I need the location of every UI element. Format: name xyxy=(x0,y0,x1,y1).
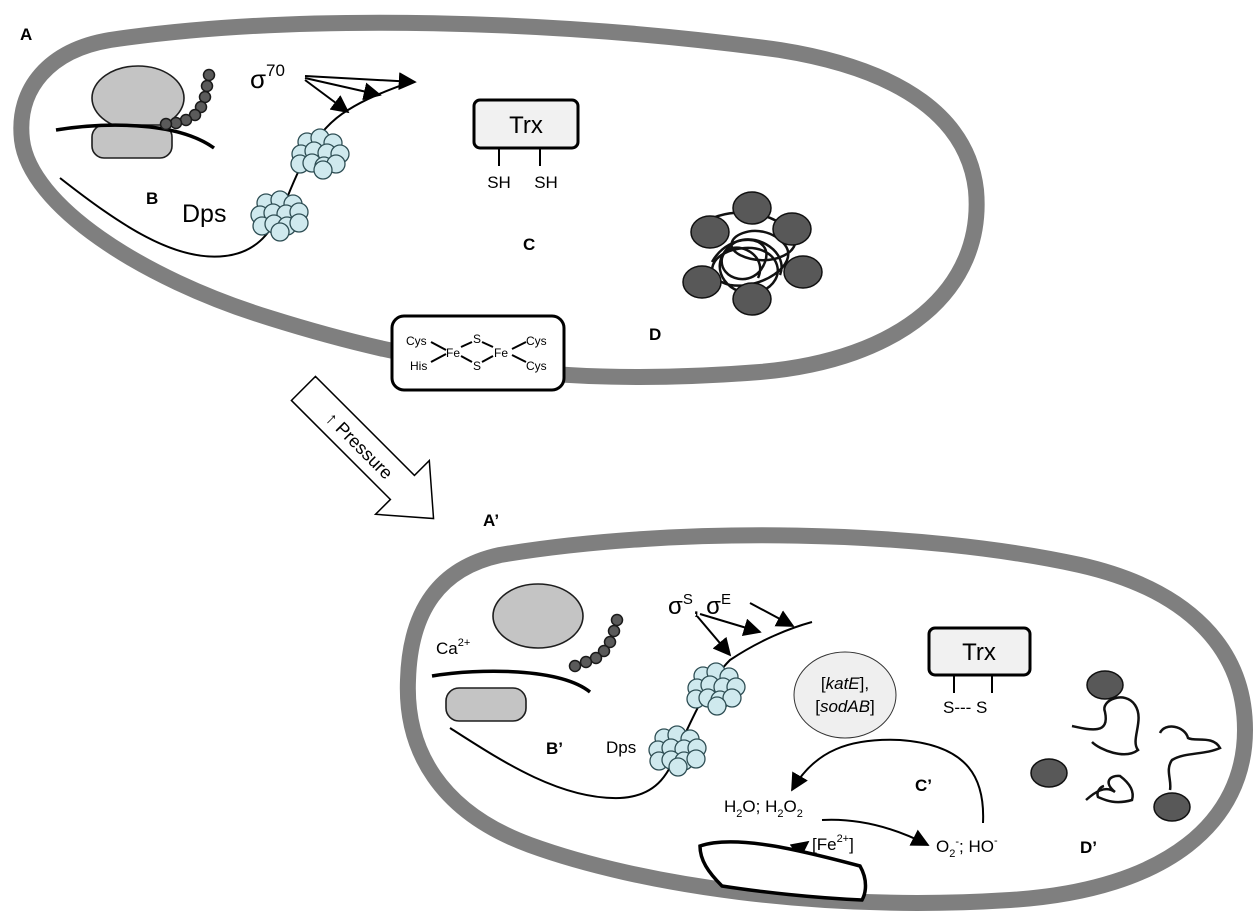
panel-label-a-prime: A’ xyxy=(483,511,499,530)
top-nucleoid-condensed xyxy=(682,191,823,316)
top-peptide-chain xyxy=(159,68,216,131)
calcium-label: Ca2+ xyxy=(436,637,470,658)
sigma70-label: σ70 xyxy=(250,61,285,94)
sigma-s-e-label: σS, σE xyxy=(668,591,731,620)
sh-right-label: SH xyxy=(534,173,558,192)
bottom-ribosome-small xyxy=(445,687,527,722)
water-peroxide-label: H2O; H2O2 xyxy=(724,797,803,820)
panel-label-a: A xyxy=(20,25,32,44)
svg-text:Cys: Cys xyxy=(406,334,427,348)
bottom-ribosome-large xyxy=(492,583,584,649)
sigma-se-arrows xyxy=(696,602,795,657)
damaged-membrane-protein xyxy=(698,840,868,902)
fenton-arrow xyxy=(821,818,930,846)
svg-text:Cys: Cys xyxy=(526,359,547,373)
mrna-strand xyxy=(55,123,216,150)
detox-arrow xyxy=(791,738,985,824)
sodab-label: [sodAB] xyxy=(815,697,875,716)
bottom-mrna xyxy=(431,669,592,694)
bottom-trx: Trx S--- S xyxy=(927,626,1032,717)
top-ribosome xyxy=(55,65,216,159)
label-b: B xyxy=(146,189,158,208)
bottom-dps-cluster-lower xyxy=(648,725,707,777)
trx-label: Trx xyxy=(509,112,543,139)
bottom-nucleoid-relaxed xyxy=(1030,670,1222,822)
trx-box xyxy=(472,98,580,150)
dps-label: Dps xyxy=(182,200,226,228)
ferrous-iron-label: [Fe2+] xyxy=(812,833,854,854)
kate-label: [katE], xyxy=(821,674,869,693)
disulfide-label: S--- S xyxy=(943,698,987,717)
superoxide-hydroxyl-label: O2-; HO- xyxy=(936,835,998,860)
dps-label-bottom: Dps xyxy=(606,738,636,757)
top-dps-cluster-lower xyxy=(250,190,309,242)
sh-left-label: SH xyxy=(487,173,511,192)
sigma70-arrows xyxy=(304,72,417,114)
svg-text:S: S xyxy=(473,359,481,373)
svg-text:Cys: Cys xyxy=(526,334,547,348)
label-c-prime: C’ xyxy=(915,776,932,795)
bottom-peptide-chain xyxy=(568,613,624,673)
bottom-dps-cluster-upper xyxy=(686,662,746,716)
svg-text:Fe: Fe xyxy=(446,346,460,360)
label-d: D xyxy=(649,325,661,344)
trx-box-bottom xyxy=(927,626,1032,677)
label-c: C xyxy=(523,235,535,254)
kate-sodab-bubble: [katE], [sodAB] xyxy=(793,651,897,739)
trx-label-bottom: Trx xyxy=(962,639,996,666)
top-dps-cluster-upper xyxy=(290,128,350,180)
svg-text:Fe: Fe xyxy=(494,346,508,360)
svg-text:S: S xyxy=(473,332,481,346)
svg-text:His: His xyxy=(410,359,427,373)
fes-cluster-box: Cys His Fe S S Fe Cys Cys xyxy=(390,314,566,392)
label-d-prime: D’ xyxy=(1080,838,1097,857)
top-trx: Trx SH SH xyxy=(472,98,580,192)
label-b-prime: B’ xyxy=(546,739,563,758)
